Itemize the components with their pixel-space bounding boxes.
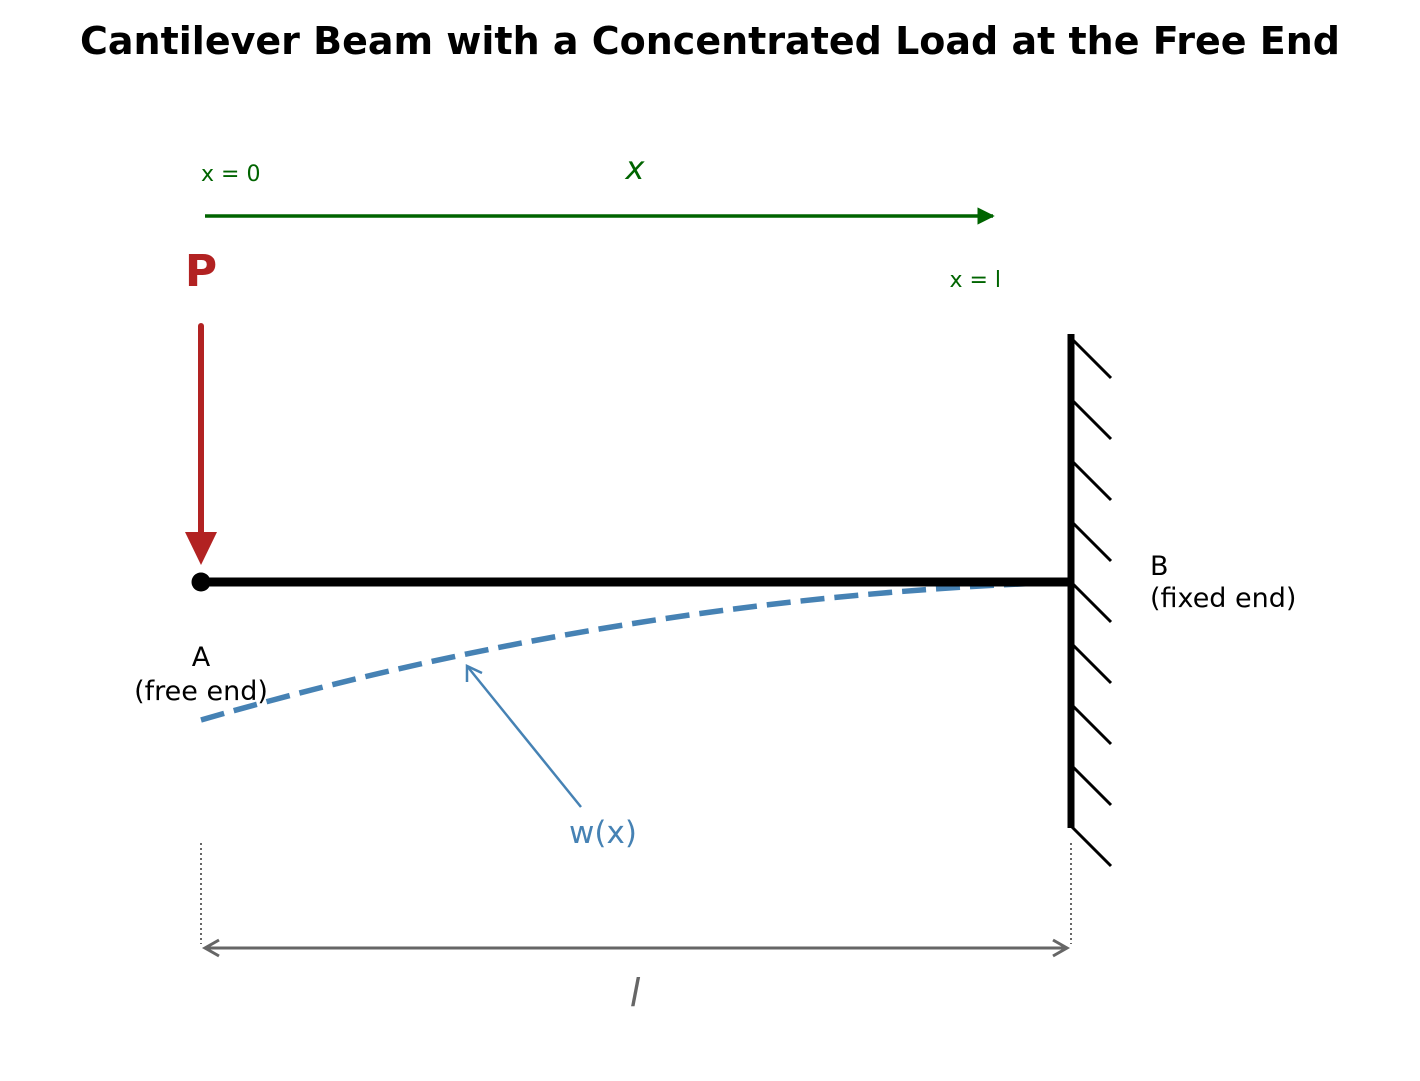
- fixed-end-label: B (fixed end): [1150, 551, 1296, 614]
- wall-hatching: [1069, 336, 1113, 868]
- fixed-end-description: (fixed end): [1150, 583, 1296, 614]
- free-end-point: [191, 572, 211, 592]
- hatch-line: [1069, 824, 1113, 868]
- load-arrow-head: [185, 532, 217, 565]
- fixed-end-name: B: [1150, 551, 1169, 582]
- hatch-line: [1069, 397, 1113, 441]
- dimension-arrow-right: [1052, 938, 1071, 958]
- x-axis-indicator: x = 0 x x = l: [201, 149, 1001, 293]
- free-end-label: A (free end): [134, 642, 268, 707]
- free-end-name: A: [192, 642, 211, 673]
- x-start-label: x = 0: [201, 162, 260, 187]
- x-axis-symbol: x: [625, 149, 646, 187]
- deflection-pointer-line: [466, 665, 582, 808]
- deflection-label: w(x): [569, 815, 637, 851]
- deflection-curve: [200, 579, 1072, 723]
- hatch-line: [1069, 580, 1113, 624]
- hatch-line: [1069, 458, 1113, 502]
- hatch-line: [1069, 702, 1113, 746]
- load-symbol: P: [185, 246, 217, 297]
- dimension-arrow-left: [201, 938, 220, 958]
- hatch-line: [1069, 763, 1113, 807]
- free-end-description: (free end): [134, 676, 268, 707]
- beam: [191, 572, 1071, 592]
- deflection-pointer-head: [465, 664, 483, 682]
- hatch-line: [1069, 519, 1113, 563]
- hatch-line: [1069, 641, 1113, 685]
- fixed-support-wall: [1067, 334, 1113, 868]
- diagram-title: Cantilever Beam with a Concentrated Load…: [80, 19, 1340, 63]
- x-end-label: x = l: [949, 268, 1001, 293]
- hatch-line: [1069, 336, 1113, 380]
- deflection-annotation: w(x): [465, 664, 637, 851]
- length-dimension: l: [200, 843, 1072, 1015]
- length-symbol: l: [630, 971, 641, 1015]
- load-p: P: [185, 246, 217, 565]
